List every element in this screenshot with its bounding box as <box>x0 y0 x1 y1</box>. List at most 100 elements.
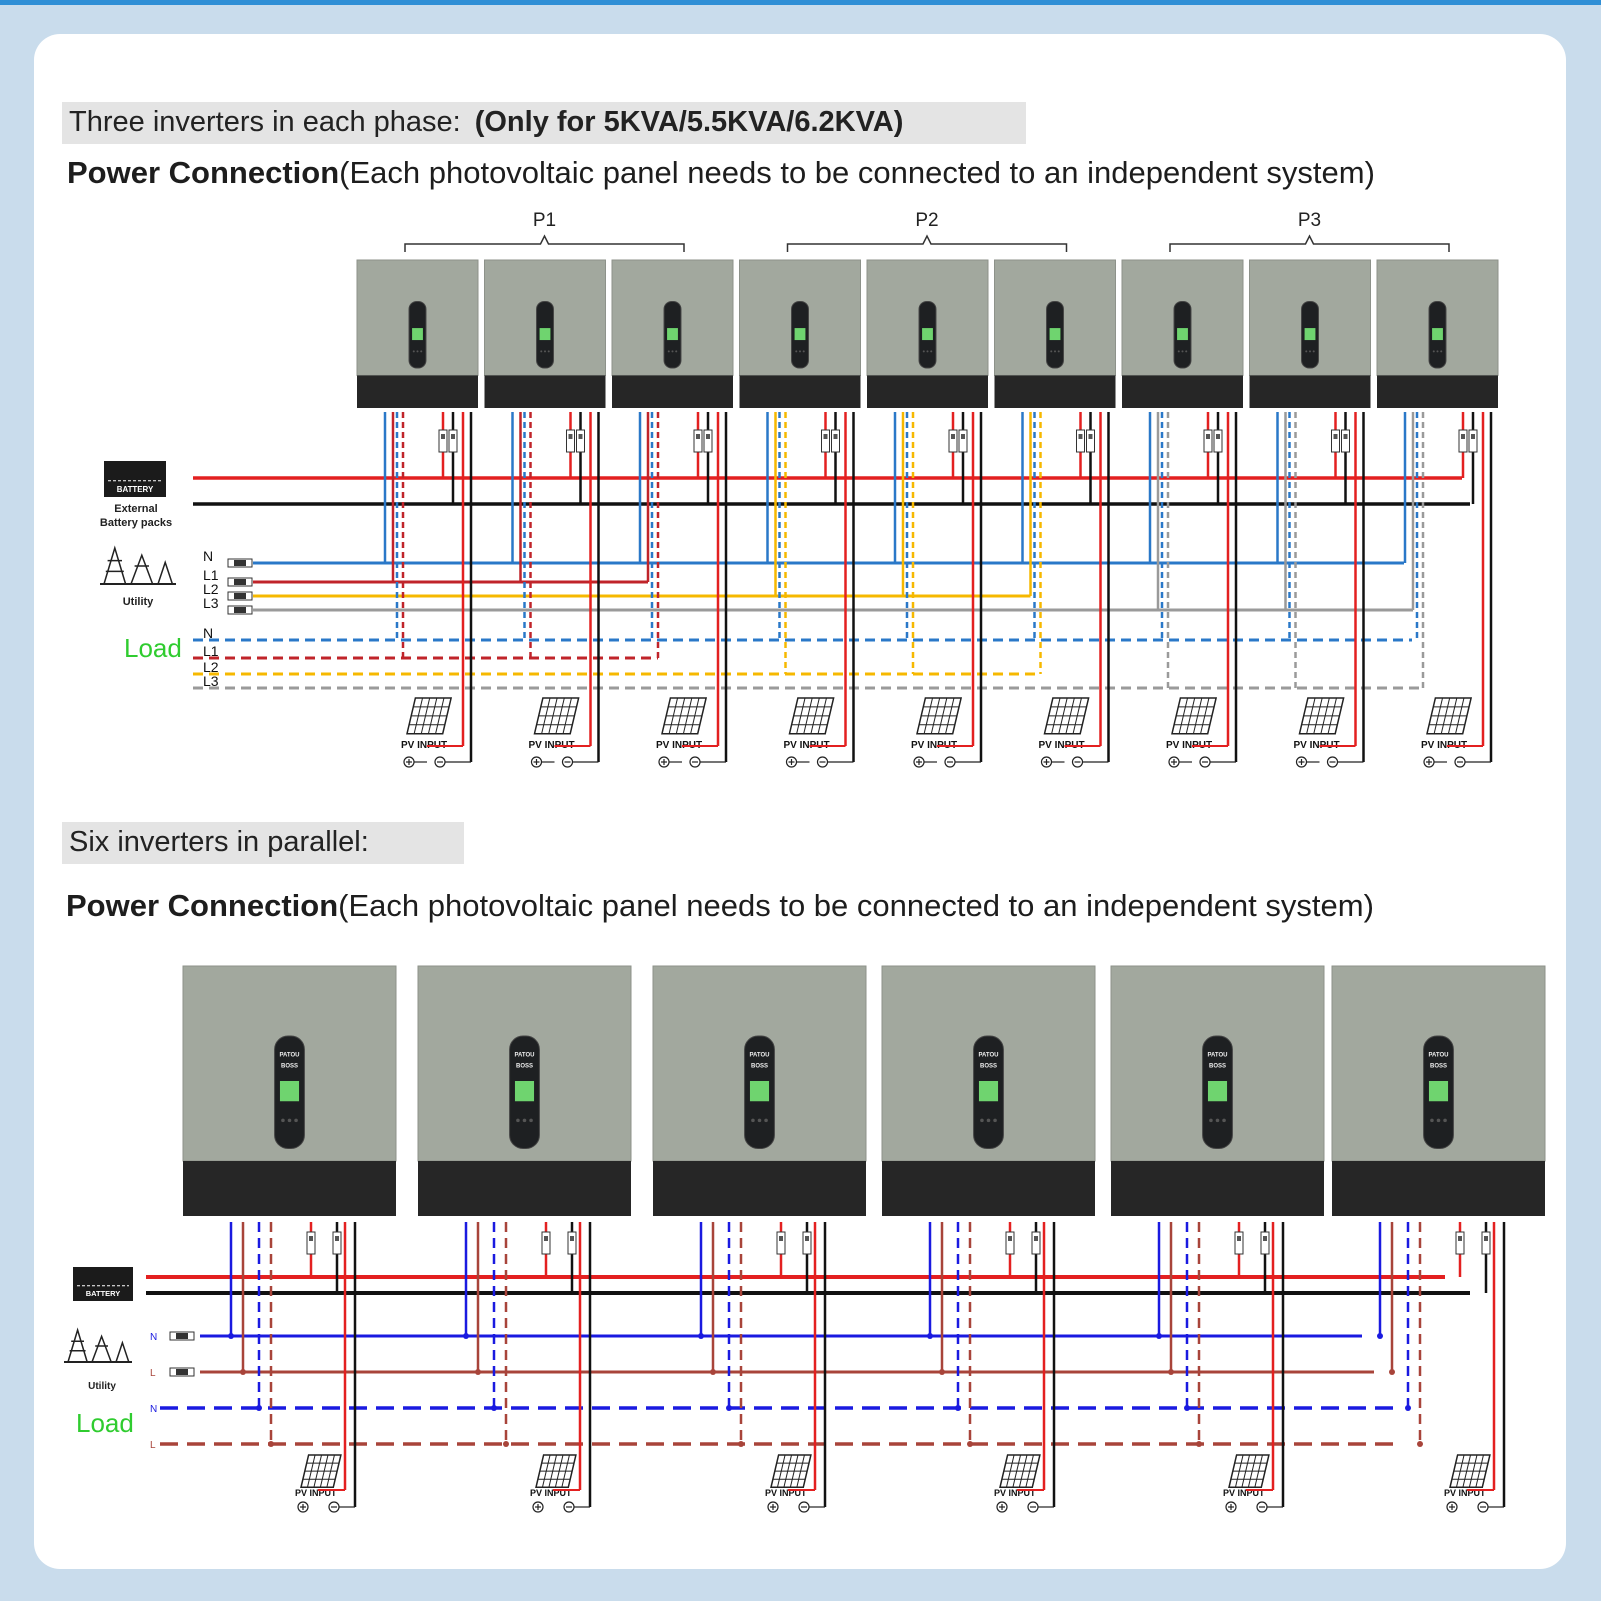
pv-terminal-plus-icon <box>297 1501 309 1513</box>
section2-heading-text: Six inverters in parallel: <box>69 826 369 858</box>
pv-grid-line <box>675 697 686 734</box>
pylon-shape <box>130 553 154 585</box>
pv-grid-line <box>789 1454 799 1488</box>
battery-icon: BATTERY <box>73 1267 133 1301</box>
pv-grid-line <box>1320 697 1330 734</box>
junction-dot <box>491 1405 497 1411</box>
pv-grid-line <box>1455 697 1465 734</box>
battery-breaker <box>438 429 448 453</box>
phase-label-P1: P1 <box>533 210 556 231</box>
panel-button <box>986 1118 991 1123</box>
junction-dot <box>1184 1405 1190 1411</box>
pv-input-label: PV INPUT <box>784 740 830 751</box>
junction-dot <box>967 1441 973 1447</box>
battery-breaker <box>1034 1236 1038 1241</box>
pv-grid-line <box>682 697 693 734</box>
brand-bottom-text: BOSS <box>281 1064 298 1070</box>
section1-title: Power Connection(Each photovoltaic panel… <box>67 155 1375 191</box>
inverter-base <box>1377 375 1498 408</box>
pv-grid-line <box>548 697 558 734</box>
battery-breaker <box>805 1236 809 1241</box>
pv-grid-line <box>561 1454 570 1488</box>
junction-dot <box>955 1405 961 1411</box>
panel-button <box>540 350 543 353</box>
battery-breaker <box>544 1236 548 1241</box>
pv-grid-line <box>803 697 813 734</box>
pv-grid-line <box>1468 1454 1478 1488</box>
panel-button <box>751 1118 755 1123</box>
battery-breaker <box>693 429 703 453</box>
pv-terminal-plus-icon <box>996 1501 1008 1513</box>
pv-panel <box>770 1454 812 1489</box>
battery-breaker <box>1484 1236 1488 1241</box>
utility-line-label-L1: L1 <box>203 567 219 583</box>
panel-button <box>543 350 547 353</box>
pv-grid-line <box>923 697 934 734</box>
lcd-screen <box>412 328 423 341</box>
panel-button <box>420 350 423 353</box>
battery-body <box>73 1267 133 1301</box>
pv-grid-line <box>319 1454 329 1488</box>
pv-grid-line <box>1058 697 1068 734</box>
battery-breaker <box>1213 429 1223 453</box>
brand-top-text: PATOU <box>279 1052 299 1058</box>
panel-button <box>795 350 798 353</box>
pv-grid-line <box>937 697 948 734</box>
pv-input-label: PV INPUT <box>1223 1488 1265 1498</box>
lcd-screen <box>794 328 806 341</box>
inverter-base <box>357 375 478 408</box>
battery-breaker <box>776 1231 786 1255</box>
pv-grid-line <box>306 1454 316 1488</box>
pv-grid-line <box>326 1454 335 1488</box>
pv-input-label: PV INPUT <box>529 740 575 751</box>
brand-bottom-text: BOSS <box>516 1064 533 1070</box>
inverter-8 <box>1249 259 1371 408</box>
junction-dot <box>475 1369 481 1375</box>
lcd-screen <box>667 328 678 341</box>
inverter-base <box>418 1161 631 1216</box>
section2-title-rest: (Each photovoltaic panel needs to be con… <box>338 888 1374 923</box>
utility-line-label-L: L <box>150 1368 156 1379</box>
brand-bottom-text: BOSS <box>751 1064 768 1070</box>
pv-input-label: PV INPUT <box>911 740 957 751</box>
battery-breaker <box>1468 429 1478 453</box>
battery-caption: External <box>114 503 157 515</box>
brand-top-text: PATOU <box>749 1052 769 1058</box>
inverter-base <box>1332 1161 1545 1216</box>
lcd-screen <box>922 328 933 341</box>
junction-dot <box>1417 1441 1423 1447</box>
junction-dot <box>268 1441 274 1447</box>
pv-grid-line <box>1200 697 1210 734</box>
pv-grid-line <box>1178 697 1189 734</box>
pv-grid-line <box>435 697 445 734</box>
panel-button <box>802 350 805 353</box>
battery-breaker <box>1234 1231 1244 1255</box>
pv-terminal-plus-icon <box>1446 1501 1458 1513</box>
pv-grid-line <box>776 1454 786 1488</box>
pv-grid-line <box>690 697 700 734</box>
utility-fuse <box>234 579 246 585</box>
junction-dot <box>503 1441 509 1447</box>
lcd-screen <box>279 1081 300 1102</box>
pv-input-label: PV INPUT <box>765 1488 807 1498</box>
load-line-label-L1: L1 <box>203 643 219 659</box>
battery-breaker <box>568 434 573 439</box>
pv-grid-line <box>1447 697 1458 734</box>
pv-panel <box>1228 1454 1270 1489</box>
junction-dot <box>1389 1369 1395 1375</box>
battery-breaker <box>567 1231 577 1255</box>
junction-dot <box>927 1333 933 1339</box>
battery-breaker <box>833 434 838 439</box>
junction-dot <box>710 1369 716 1375</box>
inverter-base <box>484 375 606 408</box>
lcd-screen <box>1304 328 1316 341</box>
load-line-label-N: N <box>203 625 213 641</box>
pv-panel <box>1426 697 1473 735</box>
phase-bracket <box>786 234 1068 252</box>
pv-grid-line <box>313 1454 323 1488</box>
pv-panel <box>661 697 708 735</box>
battery-breaker <box>576 429 585 453</box>
inverter-base <box>994 375 1116 408</box>
panel-button <box>675 350 678 353</box>
pv-grid-line <box>783 1454 793 1488</box>
